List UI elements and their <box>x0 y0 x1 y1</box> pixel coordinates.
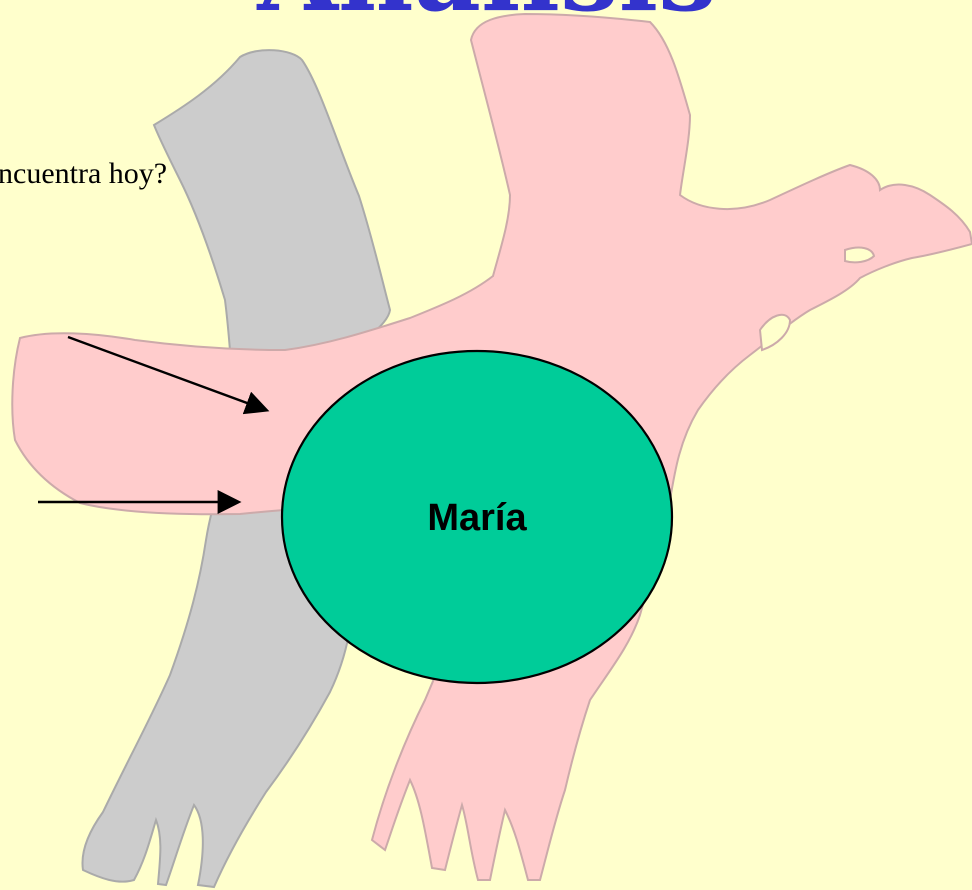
center-node-label: María <box>427 497 527 539</box>
question-text: ncuentra hoy? <box>0 157 167 190</box>
arrow-icon <box>67 335 270 415</box>
center-node: María <box>280 349 674 685</box>
